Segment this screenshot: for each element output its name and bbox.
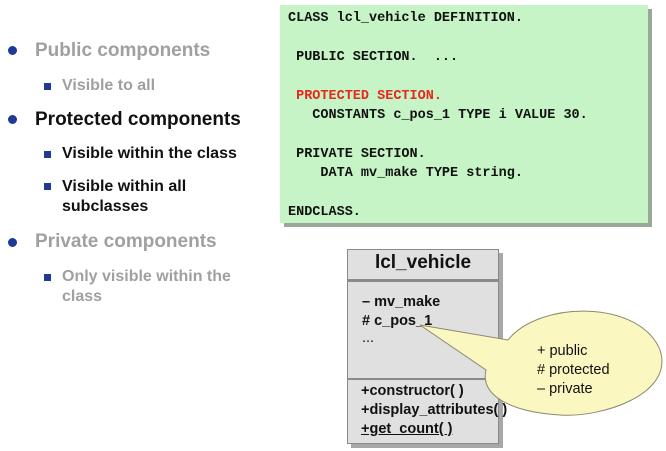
uml-method-display-attributes: +display_attributes( ) — [361, 402, 508, 418]
legend-protected: # protected — [537, 362, 610, 378]
code-line-data: DATA mv_make TYPE string. — [288, 166, 523, 181]
square-bullet-icon — [44, 83, 51, 90]
code-line-endclass: ENDCLASS. — [288, 205, 361, 220]
square-bullet-icon — [44, 274, 51, 281]
bullet-dot-icon — [8, 46, 17, 55]
sub-bullet-visible-within-subclasses: Visible within all subclasses — [62, 178, 187, 215]
bullet-dot-icon — [8, 238, 17, 247]
code-line-private-section: PRIVATE SECTION. — [288, 147, 426, 162]
square-bullet-icon — [44, 183, 51, 190]
code-line-public-section: PUBLIC SECTION. ... — [288, 50, 459, 65]
bullet-protected-components: Protected components — [35, 109, 241, 130]
sub-bullet-visible-to-all: Visible to all — [62, 77, 156, 94]
uml-attribute-ellipsis: ... — [362, 330, 375, 346]
sub-bullet-only-visible-within-class: Only visible within the class — [62, 268, 231, 305]
legend-public: + public — [537, 343, 588, 359]
bullet-private-components: Private components — [35, 231, 217, 252]
uml-separator — [348, 378, 498, 380]
callout-shape — [419, 310, 663, 416]
uml-attribute-c-pos-1: # c_pos_1 — [362, 313, 433, 329]
square-bullet-icon — [44, 151, 51, 158]
code-line-protected-section: PROTECTED SECTION. — [288, 89, 442, 104]
uml-method-get-count: +get_count( ) — [361, 421, 453, 437]
code-line-constants: CONSTANTS c_pos_1 TYPE i VALUE 30. — [288, 108, 588, 123]
uml-class-name: lcl_vehicle — [348, 250, 498, 282]
sub-bullet-visible-within-class: Visible within the class — [62, 145, 237, 162]
uml-method-constructor: +constructor( ) — [361, 383, 464, 399]
bullet-dot-icon — [8, 115, 17, 124]
bullet-public-components: Public components — [35, 40, 211, 61]
uml-attribute-mv-make: – mv_make — [362, 294, 441, 310]
code-line-class-definition: CLASS lcl_vehicle DEFINITION. — [288, 11, 523, 26]
abap-code-box: CLASS lcl_vehicle DEFINITION. PUBLIC SEC… — [280, 5, 648, 223]
legend-private: – private — [537, 381, 593, 397]
